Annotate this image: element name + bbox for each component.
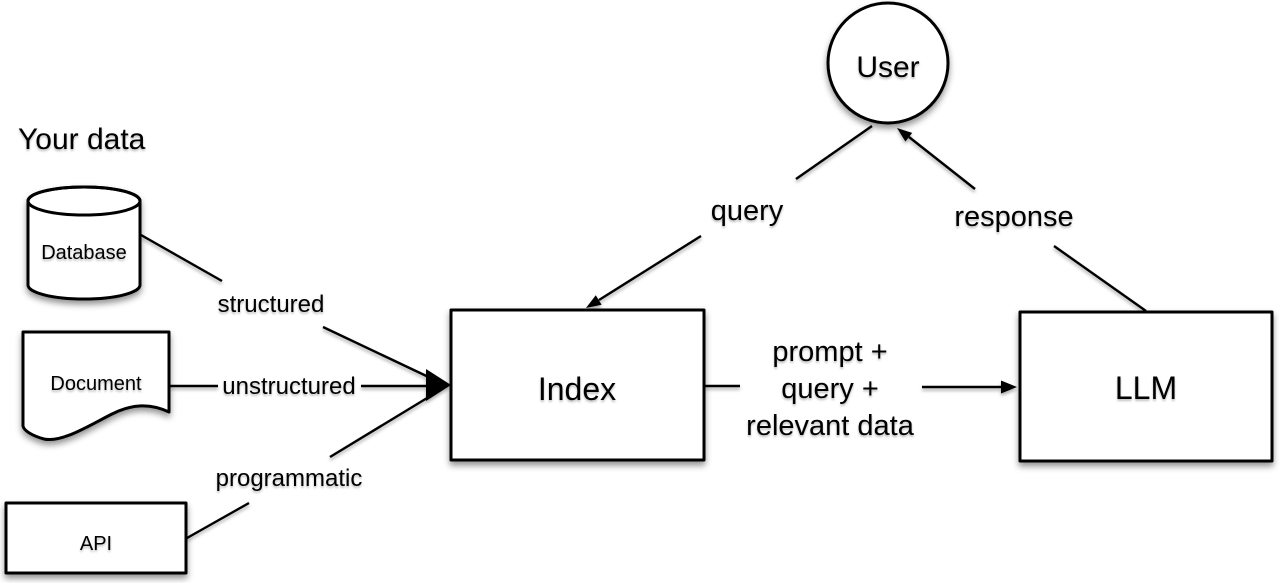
edge-structured-index-segment [322,325,438,383]
prompt-edge-label-line2: query + [781,373,879,405]
prompt-edge-label-line1: prompt + [772,336,887,368]
labels-layer: Your data structured unstructured progra… [18,123,1074,492]
database-label: Database [41,242,127,264]
nodes-layer: Database Document API Index LLM User [4,1,1274,575]
prompt-edge-label-line3: relevant data [746,410,915,442]
query-arrowhead-icon [586,295,602,308]
api-label: API [80,533,112,555]
document-shape-icon [21,330,171,442]
node-database: Database [26,185,142,301]
query-edge-label: query [711,195,784,227]
response-arrowhead-icon [897,128,913,142]
programmatic-edge-label: programmatic [216,465,363,492]
document-label: Document [50,373,142,395]
api-box [4,501,188,575]
node-api: API [4,501,188,575]
response-edge-label: response [954,201,1073,233]
edge-user-query-segment [795,125,873,180]
ingest-arrowhead-icon [426,369,451,401]
node-user: User [826,1,950,125]
diagram-title: Your data [18,123,146,156]
llm-box [1018,310,1274,463]
node-document: Document [21,330,171,442]
index-label: Index [538,371,616,407]
structured-edge-label: structured [218,291,325,318]
unstructured-edge-label: unstructured [222,373,355,400]
edge-llm-response-segment [1053,245,1147,312]
edges-layer [140,125,1147,540]
edge-programmatic-index-segment [329,390,438,459]
llm-label: LLM [1115,370,1177,406]
prompt-arrowhead-icon [1001,380,1017,394]
edge-api-programmatic-segment [186,501,250,540]
database-cylinder-rim [26,185,142,217]
user-circle-icon [826,1,950,125]
node-index: Index [449,308,706,462]
edge-query-index-segment [598,234,702,302]
edge-database-structured-segment [140,233,223,283]
edge-response-user-segment [908,136,976,190]
node-llm: LLM [1018,310,1274,463]
index-box [449,308,706,462]
user-label: User [856,51,919,84]
